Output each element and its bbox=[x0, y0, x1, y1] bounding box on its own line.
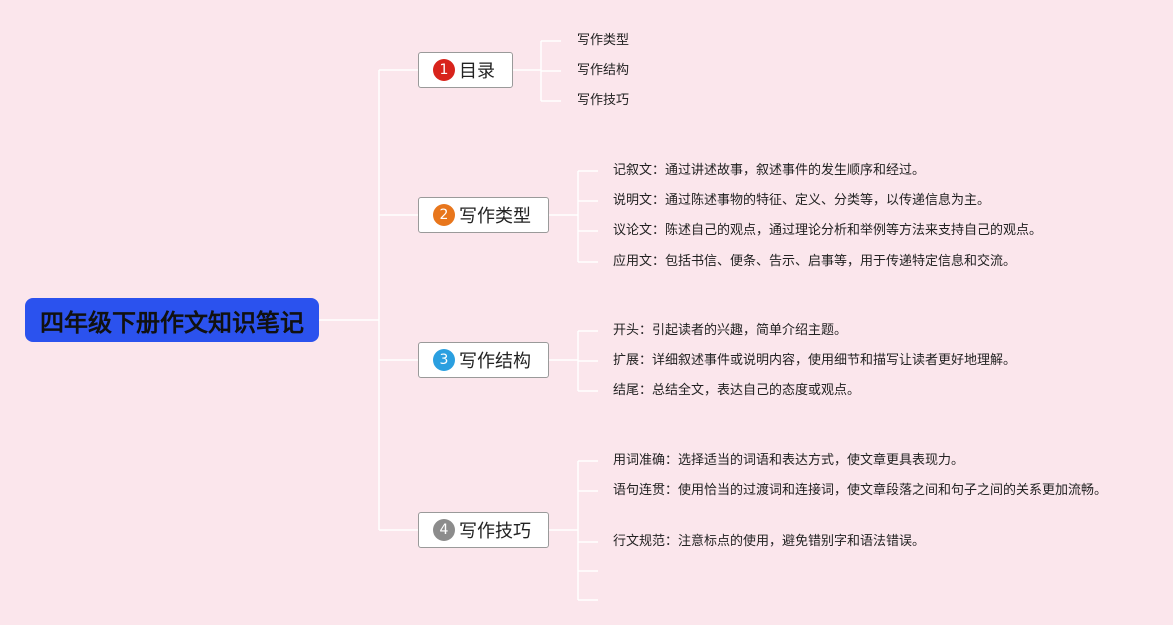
leaf-item[interactable]: 说明文：通过陈述事物的特征、定义、分类等，以传递信息为主。 bbox=[613, 193, 991, 208]
number-badge-1: 1 bbox=[433, 59, 455, 81]
leaf-item[interactable]: 扩展：详细叙述事件或说明内容，使用细节和描写让读者更好地理解。 bbox=[613, 353, 1017, 368]
leaf-item[interactable]: 议论文：陈述自己的观点，通过理论分析和举例等方法来支持自己的观点。 bbox=[613, 223, 1043, 238]
leaf-item[interactable]: 用词准确：选择适当的词语和表达方式，使文章更具表现力。 bbox=[613, 453, 965, 468]
number-badge-3: 3 bbox=[433, 349, 455, 371]
leaf-item[interactable]: 结尾：总结全文，表达自己的态度或观点。 bbox=[613, 383, 861, 398]
number-badge-2: 2 bbox=[433, 204, 455, 226]
leaf-item[interactable]: 写作类型 bbox=[577, 33, 630, 48]
root-node[interactable]: 四年级下册作文知识笔记 bbox=[25, 298, 319, 342]
number-badge-4: 4 bbox=[433, 519, 455, 541]
leaf-item[interactable]: 行文规范：注意标点的使用，避免错别字和语法错误。 bbox=[613, 534, 926, 549]
topic-writing-structure[interactable]: 3 写作结构 bbox=[418, 342, 549, 378]
topic-label: 写作技巧 bbox=[459, 521, 531, 542]
leaf-item[interactable]: 写作技巧 bbox=[577, 93, 630, 108]
topic-contents[interactable]: 1 目录 bbox=[418, 52, 513, 88]
topic-writing-types[interactable]: 2 写作类型 bbox=[418, 197, 549, 233]
topic-label: 目录 bbox=[459, 61, 495, 82]
topic-label: 写作结构 bbox=[459, 351, 531, 372]
topic-writing-techniques[interactable]: 4 写作技巧 bbox=[418, 512, 549, 548]
leaf-item[interactable]: 记叙文：通过讲述故事，叙述事件的发生顺序和经过。 bbox=[613, 163, 926, 178]
topic-label: 写作类型 bbox=[459, 206, 531, 227]
leaf-item[interactable]: 开头：引起读者的兴趣，简单介绍主题。 bbox=[613, 323, 848, 338]
leaf-item[interactable]: 写作结构 bbox=[577, 63, 630, 78]
leaf-item[interactable]: 语句连贯：使用恰当的过渡词和连接词，使文章段落之间和句子之间的关系更加流畅。 bbox=[613, 483, 1108, 498]
leaf-item[interactable]: 应用文：包括书信、便条、告示、启事等，用于传递特定信息和交流。 bbox=[613, 254, 1017, 269]
